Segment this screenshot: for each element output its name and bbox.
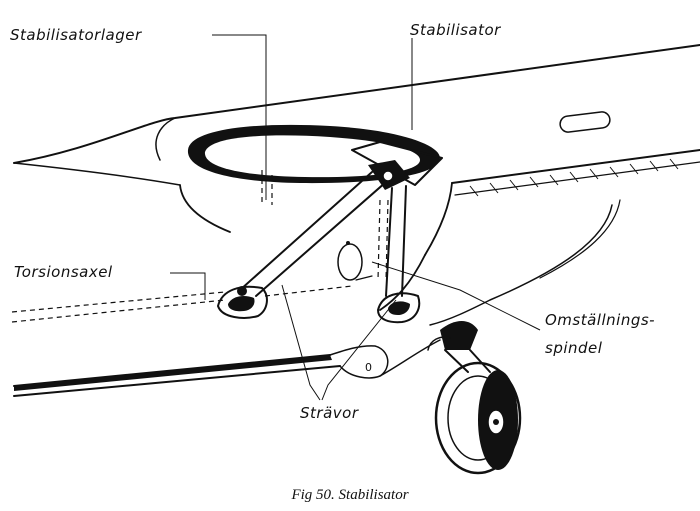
leader-lines: [170, 34, 541, 401]
torsion-axle-line: [11, 299, 226, 323]
label-stabilisator: Stabilisator: [410, 21, 501, 39]
lower-rail: 0: [13, 339, 441, 397]
landing-wheel: [427, 321, 522, 475]
label-stravor: Strävor: [300, 404, 359, 422]
spindle-disc: [337, 241, 373, 281]
label-stabilisatorlager: Stabilisatorlager: [10, 26, 142, 44]
wing-body: [13, 44, 700, 197]
label-omstallnings-line1: Omställnings-: [545, 311, 655, 329]
torsion-axle-line-inner: [264, 285, 353, 297]
stabilizer-bracket: [351, 141, 443, 190]
label-torsionsaxel: Torsionsaxel: [14, 263, 113, 281]
svg-text:0: 0: [365, 361, 373, 374]
figure-caption: Fig 50. Stabilisator: [290, 487, 408, 503]
nacelle: [179, 124, 621, 326]
torsion-axle-line-upper: [11, 291, 226, 313]
strut-feet: [217, 285, 421, 324]
label-omstallnings-line2: spindel: [545, 339, 603, 357]
struts: [239, 171, 407, 297]
